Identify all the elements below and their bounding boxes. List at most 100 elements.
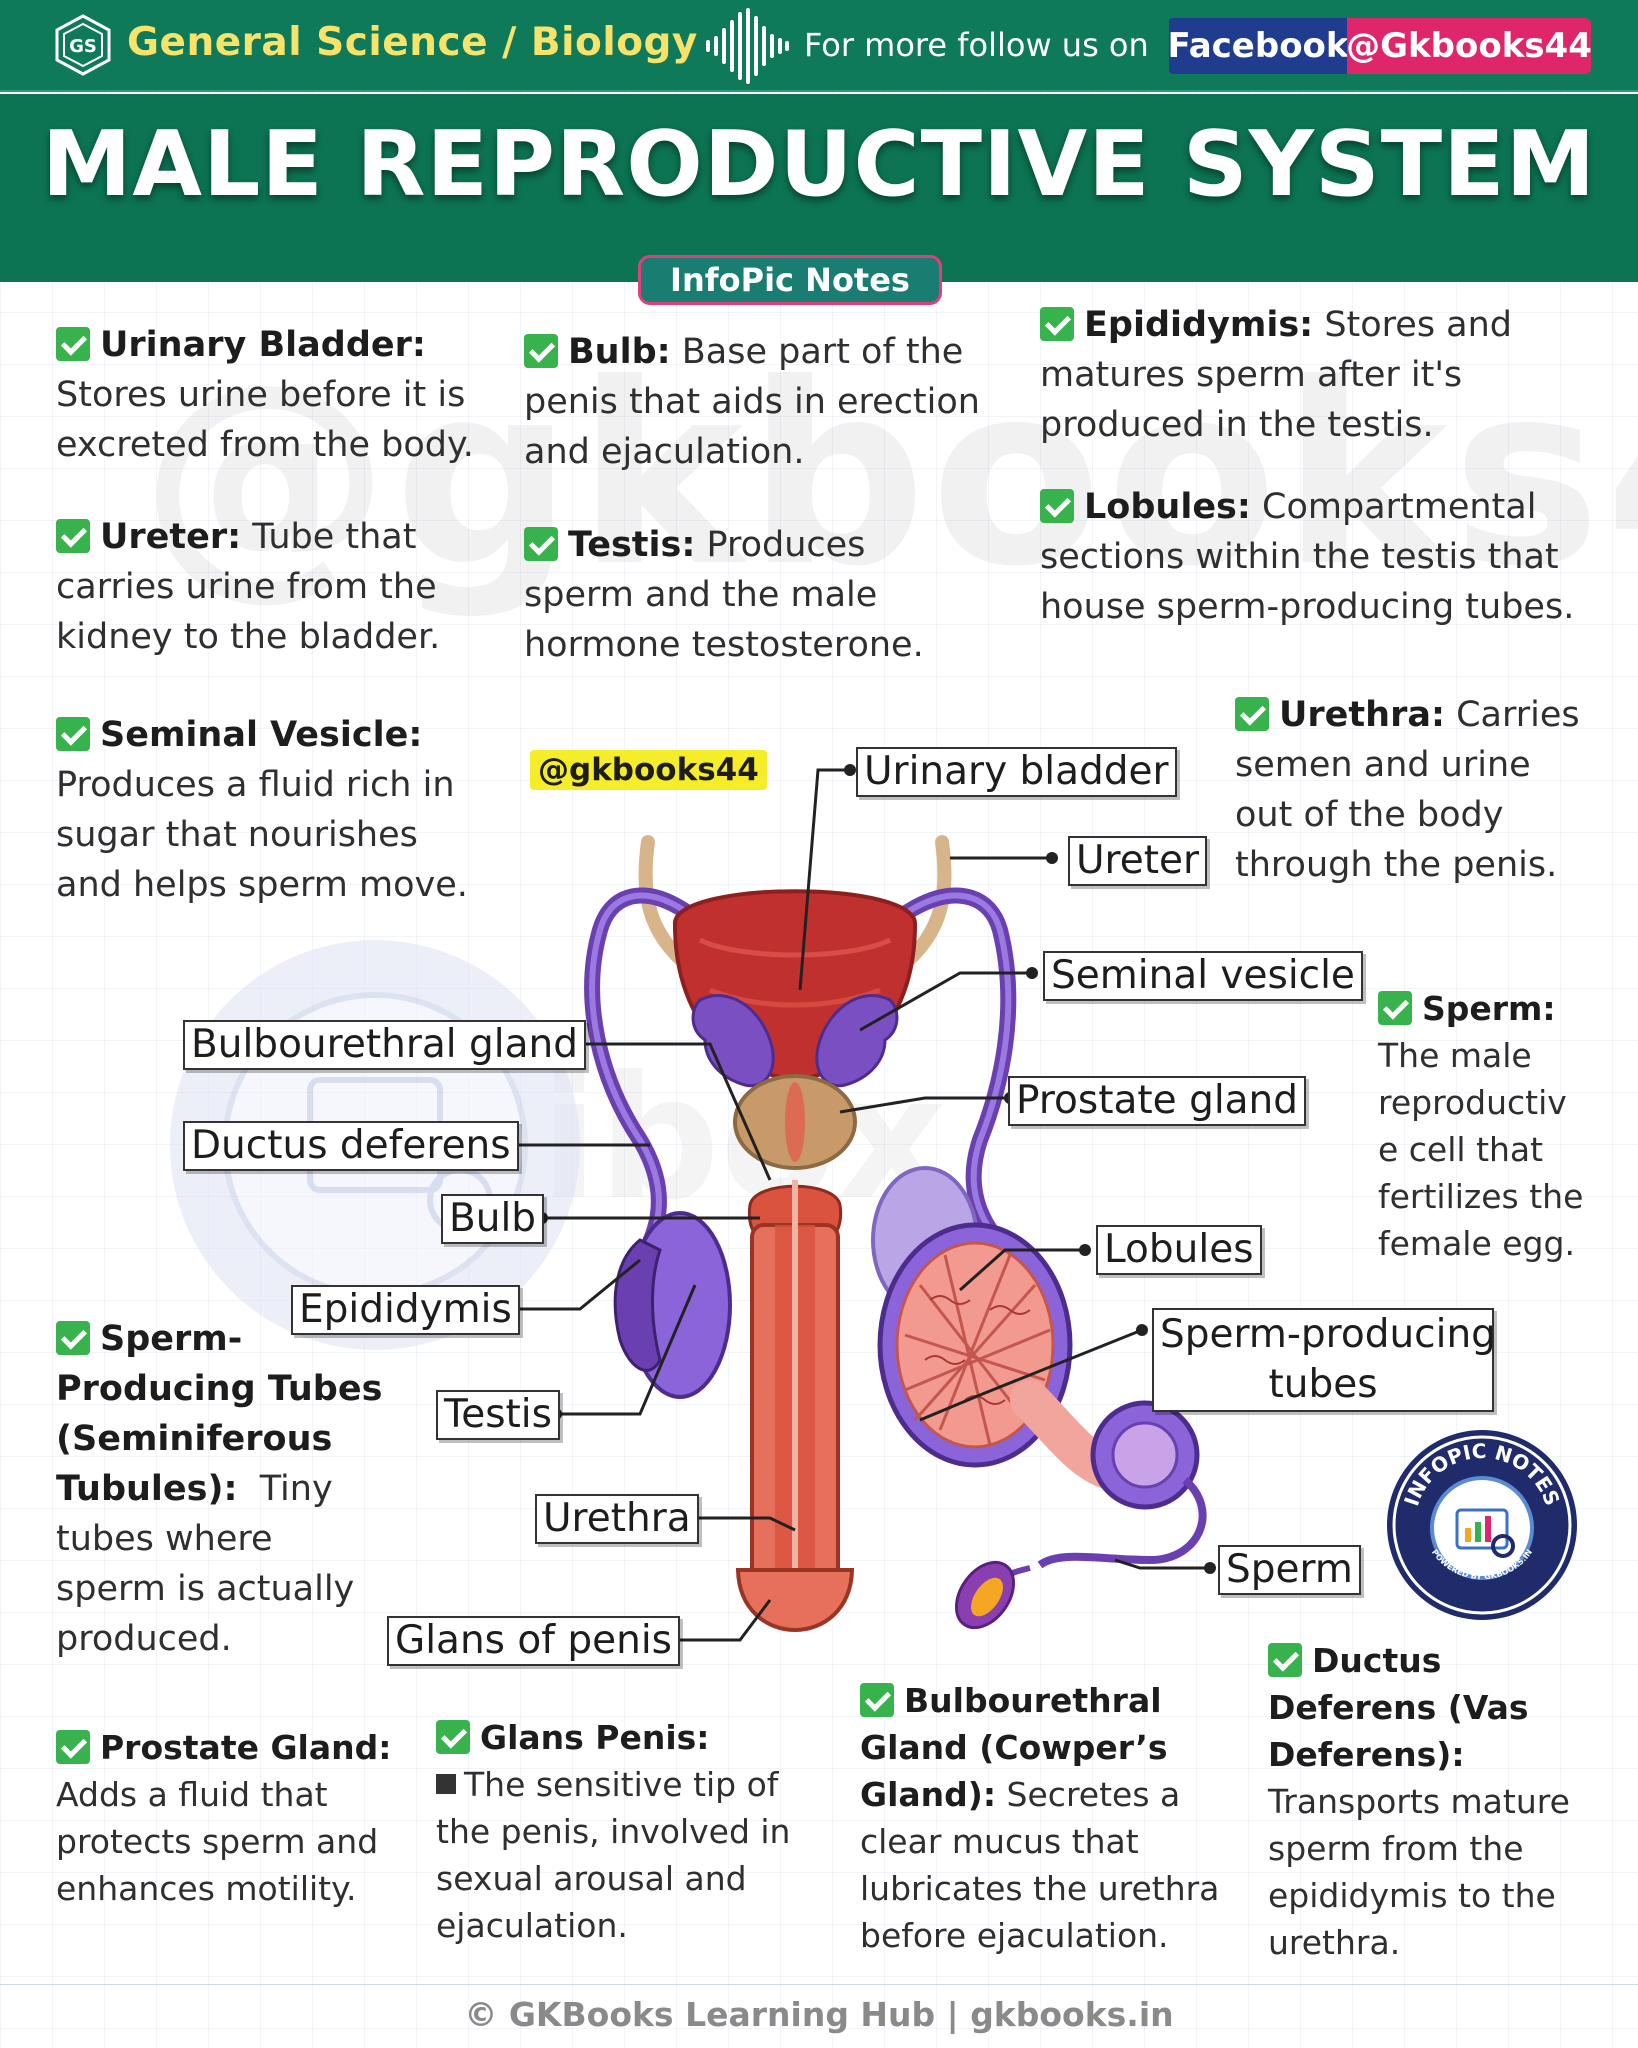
note-line: house sperm-producing tubes.: [1040, 587, 1575, 627]
note-line: enhances motility.: [56, 1869, 357, 1908]
note-bulb: Bulb: Base part of the penis that aids i…: [524, 327, 980, 477]
lobule-lines: [904, 1254, 1051, 1446]
left-vas-deferens: [584, 887, 768, 1268]
facebook-link[interactable]: Facebook: [1167, 18, 1349, 74]
note-line: sections within the testis that: [1040, 537, 1559, 577]
note-line: sugar that nourishes: [56, 815, 418, 855]
left-epididymis: [613, 1238, 662, 1372]
check-icon: [1378, 991, 1412, 1025]
note-ductus-deferens: Ductus Deferens (Vas Deferens): Transpor…: [1268, 1637, 1570, 1966]
note-term: Lobules:: [1084, 487, 1251, 527]
note-term: Producing Tubes: [56, 1369, 383, 1409]
label-prostate-gland: Prostate gland: [1008, 1076, 1307, 1126]
note-ureter: Ureter: Tube that carries urine from the…: [56, 512, 440, 662]
left-ureter: [638, 835, 747, 1017]
note-sperm-producing-tubes: Sperm- Producing Tubes (Seminiferous Tub…: [56, 1314, 382, 1664]
note-line: out of the body: [1235, 795, 1504, 835]
right-testis-section: [877, 1222, 1073, 1468]
note-line: urethra.: [1268, 1923, 1401, 1962]
penis-shaft: [750, 1223, 840, 1617]
check-icon: [436, 1720, 470, 1754]
label-sperm: Sperm: [1218, 1545, 1361, 1595]
note-term: Tubules):: [56, 1469, 238, 1509]
tube-tail: [1037, 1476, 1207, 1569]
check-icon: [56, 519, 90, 553]
label-lobules: Lobules: [1096, 1225, 1262, 1275]
square-bullet-icon: [436, 1774, 456, 1794]
left-seminal-vesicle: [691, 994, 775, 1088]
note-term: Urinary Bladder:: [100, 325, 426, 365]
note-line: The male: [1378, 1036, 1532, 1075]
note-term: Ureter:: [100, 517, 242, 557]
note-line: the penis, involved in: [436, 1812, 791, 1851]
note-term: Bulbourethral: [904, 1681, 1162, 1720]
note-line: female egg.: [1378, 1224, 1575, 1263]
note-line: sperm from the: [1268, 1829, 1524, 1868]
note-lobules: Lobules: Compartmental sections within t…: [1040, 482, 1574, 632]
note-term: Urethra:: [1279, 695, 1445, 735]
page-title: MALE REPRODUCTIVE SYSTEM: [41, 112, 1597, 217]
note-prostate-gland: Prostate Gland: Adds a fluid that protec…: [56, 1724, 391, 1912]
note-seminal-vesicle: Seminal Vesicle: Produces a fluid rich i…: [56, 710, 468, 910]
note-urethra: Urethra: Carries semen and urine out of …: [1235, 690, 1580, 890]
note-text: Compartmental: [1250, 487, 1537, 527]
check-icon: [56, 327, 90, 361]
brand-watermark: ibox: [540, 1040, 947, 1238]
tube-magnified: [1090, 1400, 1200, 1510]
note-line: e cell that: [1378, 1130, 1544, 1169]
note-term: Sperm:: [1422, 989, 1556, 1028]
bulb-shape: [747, 1184, 843, 1254]
prostate-shape: [733, 1074, 857, 1170]
check-icon: [56, 1321, 90, 1355]
label-urethra: Urethra: [535, 1494, 699, 1544]
note-term: (Seminiferous: [56, 1419, 333, 1459]
label-seminal-vesicle: Seminal vesicle: [1043, 951, 1363, 1001]
note-line: sperm is actually: [56, 1569, 355, 1609]
top-bar: GS General Science / Biology For more fo…: [0, 0, 1638, 92]
check-icon: [860, 1683, 894, 1717]
note-line: carries urine from the: [56, 567, 437, 607]
label-line: tubes: [1268, 1362, 1378, 1407]
tube-connector: [1010, 1380, 1130, 1490]
label-line: Sperm-producing: [1160, 1312, 1496, 1357]
label-ductus-deferens: Ductus deferens: [183, 1121, 519, 1171]
note-term: Deferens (Vas: [1268, 1688, 1529, 1727]
note-line: penis that aids in erection: [524, 382, 980, 422]
note-testis: Testis: Produces sperm and the male horm…: [524, 520, 924, 670]
note-line: ejaculation.: [436, 1906, 628, 1945]
note-line: and ejaculation.: [524, 432, 805, 472]
footer-divider: [0, 1984, 1638, 1985]
check-icon: [1040, 489, 1074, 523]
note-line: Adds a fluid that: [56, 1775, 328, 1814]
footer-credit: © GKBooks Learning Hub | gkbooks.in: [464, 1995, 1174, 2034]
right-testis-back: [871, 1166, 979, 1314]
note-text: Base part of the: [670, 332, 964, 372]
note-line: hormone testosterone.: [524, 625, 924, 665]
label-bulb: Bulb: [441, 1194, 545, 1244]
note-text: Carries: [1444, 695, 1580, 735]
right-seminal-vesicle: [815, 994, 899, 1088]
note-line: sperm and the male: [524, 575, 878, 615]
note-term: Seminal Vesicle:: [100, 715, 423, 755]
note-line: protects sperm and: [56, 1822, 379, 1861]
note-line: The sensitive tip of: [464, 1765, 779, 1804]
title-banner: [0, 94, 1638, 282]
note-line: lubricates the urethra: [860, 1869, 1220, 1908]
handle-tag: @gkbooks44: [530, 750, 767, 790]
note-line: sexual arousal and: [436, 1859, 747, 1898]
note-line: kidney to the bladder.: [56, 617, 441, 657]
note-line: excreted from the body.: [56, 425, 474, 465]
handle-link[interactable]: @Gkbooks44: [1346, 18, 1592, 74]
note-epididymis: Epididymis: Stores and matures sperm aft…: [1040, 300, 1512, 450]
note-line: Produces a fluid rich in: [56, 765, 455, 805]
label-sperm-producing-tubes: Sperm-producing tubes: [1152, 1308, 1496, 1412]
note-term: Ductus: [1312, 1641, 1442, 1680]
note-line: tubes where: [56, 1519, 273, 1559]
note-text: Secretes a: [996, 1775, 1181, 1814]
note-line: epididymis to the: [1268, 1876, 1556, 1915]
note-line: before ejaculation.: [860, 1916, 1169, 1955]
note-line: produced in the testis.: [1040, 405, 1434, 445]
check-icon: [1040, 307, 1074, 341]
note-line: produced.: [56, 1619, 232, 1659]
note-term: Gland):: [860, 1775, 997, 1814]
